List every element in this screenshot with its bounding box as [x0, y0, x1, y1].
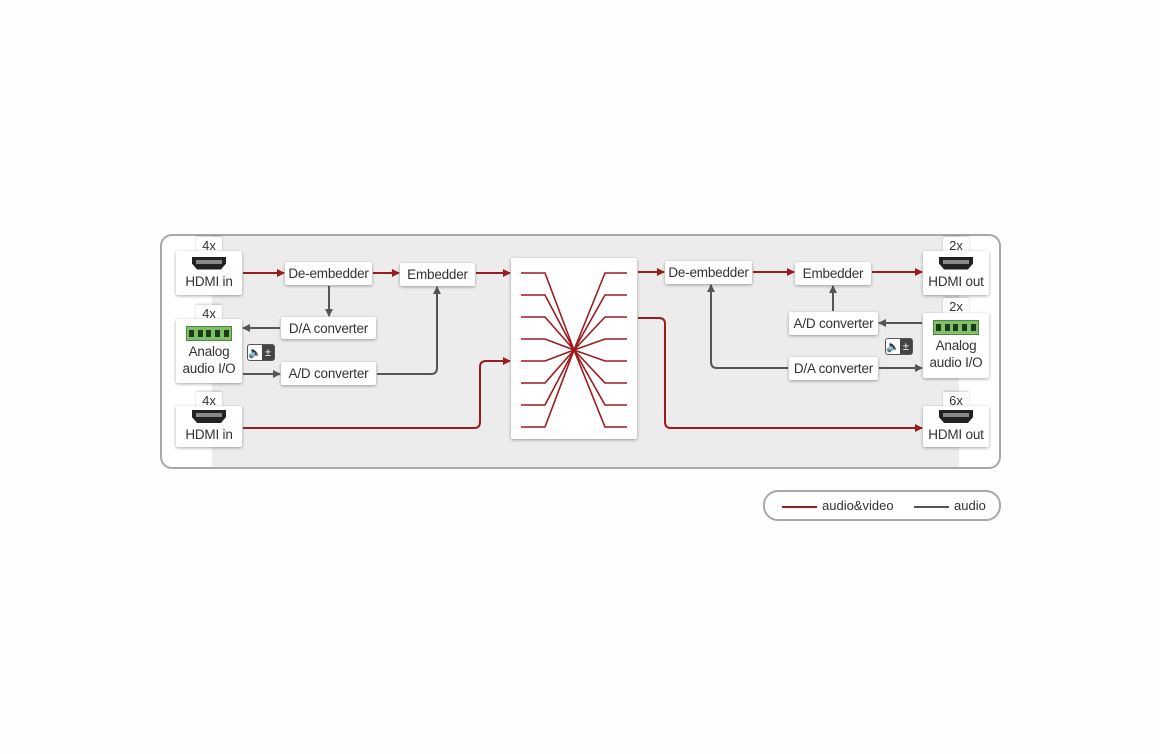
speaker-icon: 🔈 — [248, 347, 262, 359]
matrix-route-line — [521, 338, 575, 351]
analog-audio-io-right: Analog audio I/O — [923, 313, 989, 378]
ad-converter-left: A/D converter — [281, 362, 376, 385]
count-badge: 2x — [943, 298, 969, 314]
matrix-route-line — [521, 349, 575, 428]
hdmi-out-label: HDMI out — [928, 273, 984, 289]
audio-line — [707, 284, 788, 369]
analog-label: audio I/O — [929, 355, 983, 370]
speaker-icon: 🔈 — [886, 341, 900, 353]
count-badge: 2x — [943, 237, 969, 253]
hdmi-out-label: HDMI out — [928, 427, 984, 442]
analog-label: Analog — [935, 338, 977, 353]
de-embedder-left: De-embedder — [285, 262, 372, 285]
av-line — [243, 357, 511, 429]
matrix-route-line — [521, 349, 575, 362]
matrix-route-line — [573, 349, 627, 362]
hdmi-port-icon — [939, 256, 973, 270]
crosspoint-matrix — [511, 258, 637, 439]
legend-label-audio-video: audio&video — [822, 498, 894, 513]
matrix-route-line — [573, 294, 627, 351]
audio-line — [377, 286, 441, 375]
de-embedder-right: De-embedder — [665, 261, 752, 284]
matrix-route-line — [573, 349, 627, 384]
legend-swatch-audio-video — [782, 506, 817, 508]
volume-icon: 🔈± — [247, 344, 275, 361]
matrix-route-line — [573, 338, 627, 351]
av-line — [638, 317, 923, 432]
da-converter-left: D/A converter — [281, 317, 376, 339]
matrix-route-line — [521, 272, 575, 351]
matrix-lines — [521, 272, 627, 428]
matrix-route-line — [573, 349, 627, 406]
hdmi-in-label: HDMI in — [185, 273, 233, 289]
legend-swatch-audio — [914, 506, 949, 508]
matrix-route-line — [573, 316, 627, 351]
count-badge: 4x — [196, 305, 222, 321]
hdmi-in-1: HDMI in — [176, 251, 242, 295]
analog-label: audio I/O — [182, 360, 236, 376]
count-badge: 4x — [196, 392, 222, 408]
embedder-left: Embedder — [400, 263, 475, 286]
hdmi-port-icon — [192, 256, 226, 270]
hdmi-out-1: HDMI out — [923, 251, 989, 295]
plus-minus-icon: ± — [899, 339, 912, 354]
volume-icon: 🔈± — [885, 338, 913, 355]
legend: audio&video audio — [763, 490, 1001, 521]
matrix-route-line — [521, 349, 575, 406]
legend-label-audio: audio — [954, 498, 986, 513]
hdmi-port-icon — [939, 410, 973, 423]
hdmi-out-2: HDMI out — [923, 406, 989, 447]
matrix-route-line — [573, 349, 627, 428]
matrix-route-line — [521, 316, 575, 351]
matrix-route-line — [521, 349, 575, 384]
analog-audio-io-left: Analog audio I/O — [176, 319, 242, 383]
hdmi-port-icon — [192, 410, 226, 423]
count-badge: 4x — [196, 237, 222, 253]
matrix-route-line — [573, 272, 627, 351]
analog-label: Analog — [188, 343, 230, 359]
terminal-block-icon — [933, 320, 979, 335]
embedder-right: Embedder — [795, 262, 871, 285]
terminal-block-icon — [186, 325, 232, 341]
matrix-route-line — [521, 294, 575, 351]
plus-minus-icon: ± — [261, 345, 274, 360]
hdmi-in-label: HDMI in — [185, 427, 233, 442]
da-converter-right: D/A converter — [789, 357, 878, 380]
ad-converter-right: A/D converter — [789, 312, 878, 335]
count-badge: 6x — [943, 392, 969, 408]
hdmi-in-2: HDMI in — [176, 406, 242, 447]
